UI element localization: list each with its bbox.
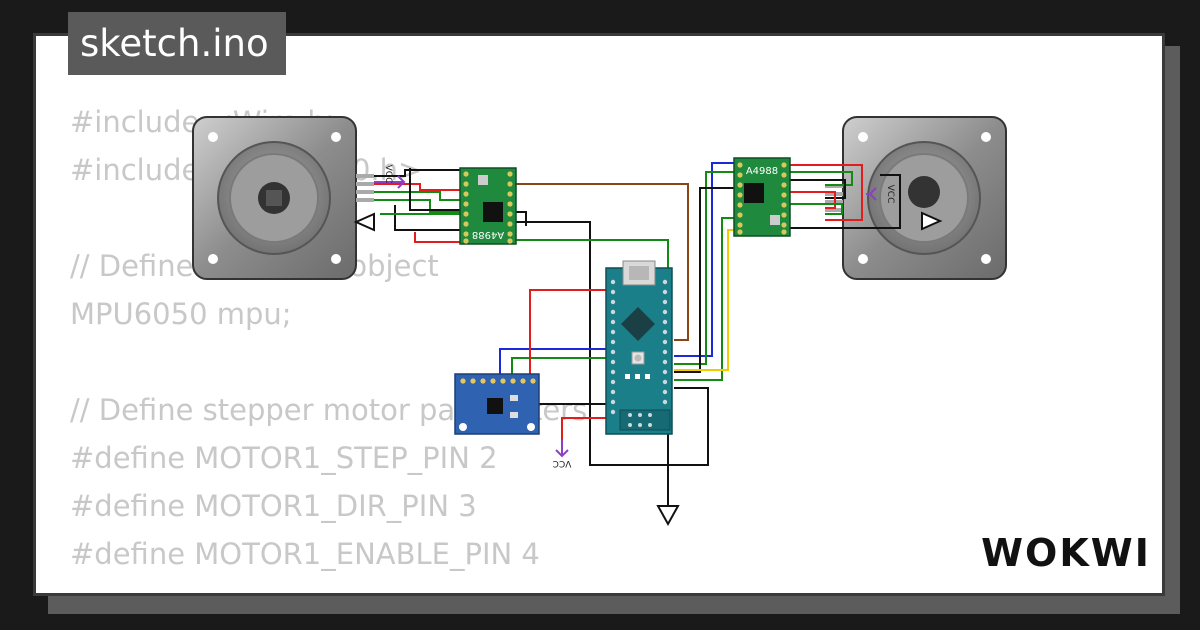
vcc-symbol-right: VCC — [866, 185, 895, 204]
driver-right-label: A4988 — [746, 166, 778, 177]
svg-text:WOKWI: WOKWI — [981, 531, 1151, 575]
a4988-driver-right[interactable]: A4988 — [733, 157, 791, 237]
a4988-driver-left[interactable]: A4988 — [459, 167, 517, 245]
ground-symbol-left — [353, 212, 375, 232]
code-line: MPU6050 mpu; — [70, 297, 292, 331]
svg-text:VCC: VCC — [885, 185, 895, 204]
ground-symbol-right — [921, 211, 943, 231]
vcc-symbol-left: VCC — [374, 165, 406, 189]
code-line: #define MOTOR1_ENABLE_PIN 4 — [70, 537, 540, 571]
ground-symbol-bottom — [656, 505, 680, 527]
stepper-motor-left[interactable] — [192, 116, 374, 280]
stepper-motor-right[interactable] — [825, 116, 1007, 280]
wires — [374, 162, 901, 505]
file-tab[interactable]: sketch.ino — [68, 12, 286, 75]
wokwi-logo: WOKWI — [981, 531, 1151, 575]
code-line: #define MOTOR1_STEP_PIN 2 — [70, 441, 498, 475]
vcc-symbol-bottom: VCC — [553, 440, 572, 468]
mpu6050-sensor[interactable] — [454, 373, 540, 435]
code-line: // Define stepper motor parameters — [70, 393, 588, 427]
arduino-nano[interactable] — [605, 260, 673, 435]
code-line: #define MOTOR1_DIR_PIN 3 — [70, 489, 477, 523]
svg-text:VCC: VCC — [383, 165, 393, 184]
svg-text:VCC: VCC — [553, 458, 572, 468]
driver-left-label: A4988 — [472, 229, 504, 240]
